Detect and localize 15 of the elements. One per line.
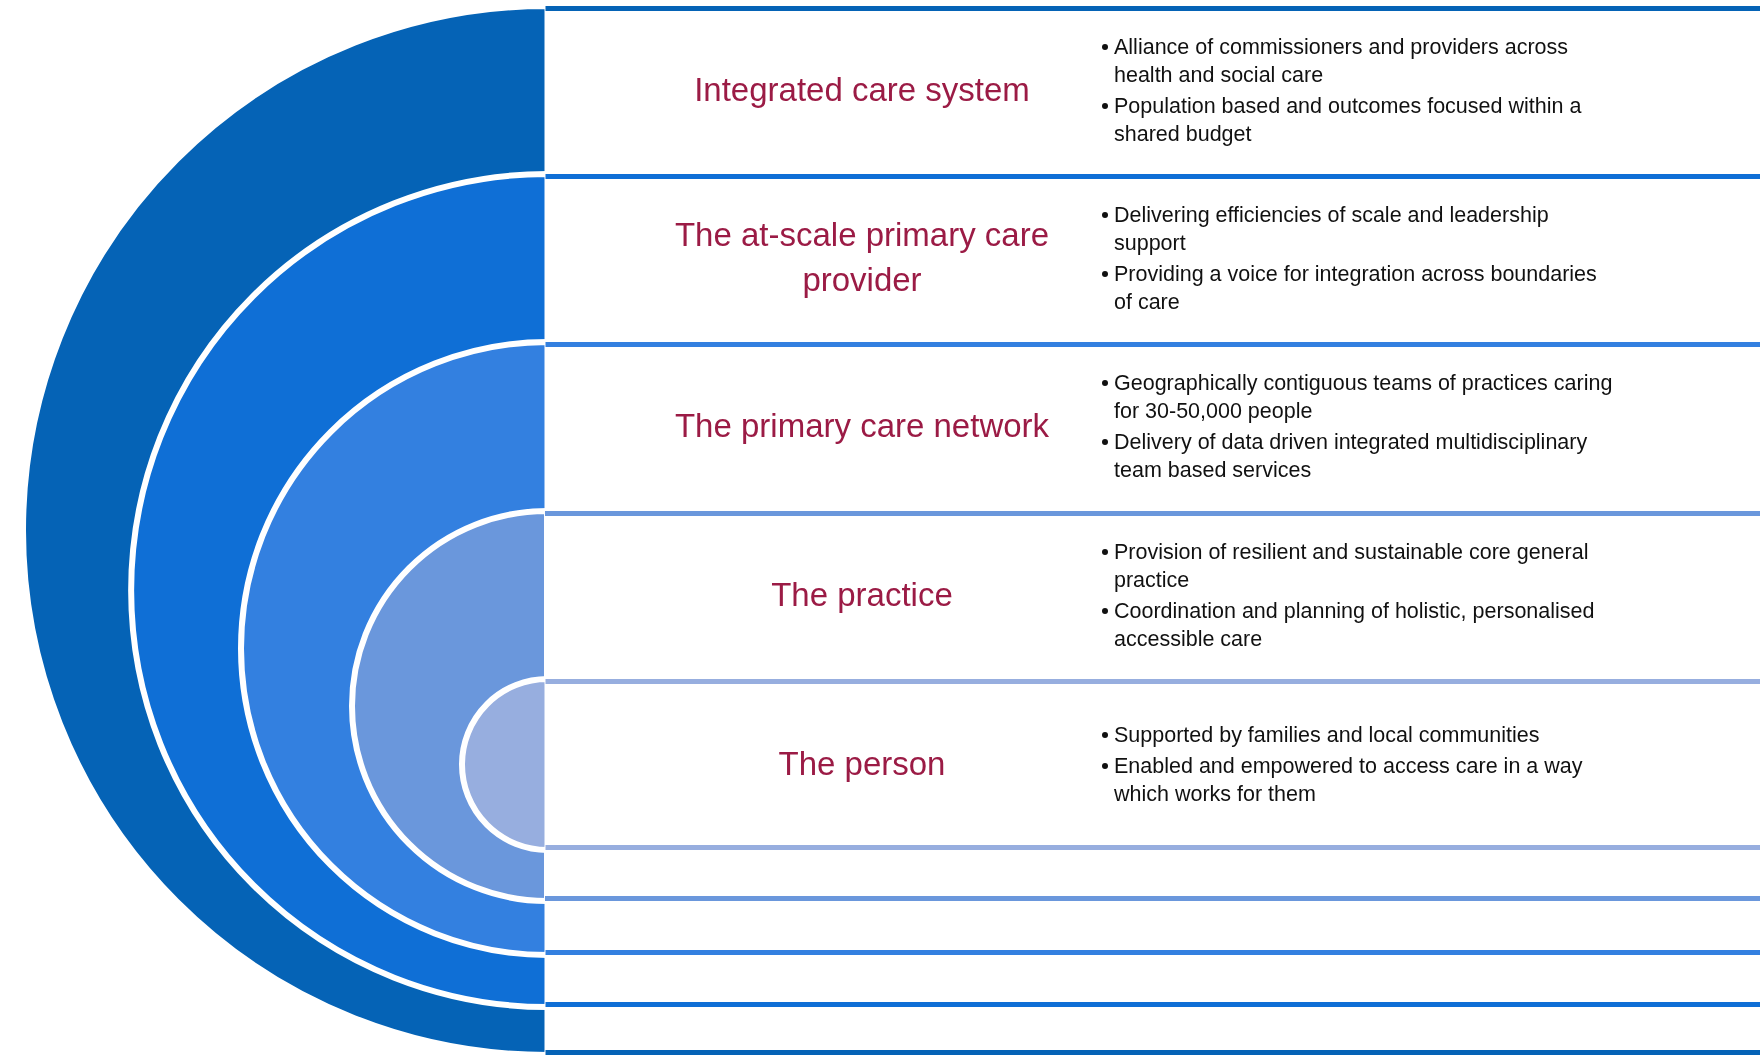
bullet-text: Delivering efficiencies of scale and leadership support	[1114, 201, 1550, 257]
bullet-text: Providing a voice for integration across boundaries of care	[1114, 260, 1598, 316]
bullet-text: Provision of resilient and sustainable core general practice	[1114, 538, 1590, 594]
bullet-text: Geographically contiguous teams of practices caring for 30-50,000 people	[1114, 370, 1614, 425]
level-heading: The practice	[770, 574, 954, 615]
level-heading: The at-scale primary care provider	[673, 215, 1051, 300]
level-heading: The primary care network	[673, 406, 1051, 447]
bullet-text: Population based and outcomes focused within a shared budget	[1114, 92, 1583, 148]
bullet-text: Alliance of commissioners and providers across health and social care	[1114, 33, 1570, 89]
level-heading: The person	[777, 744, 947, 785]
bullet-text: Supported by families and local communities	[1114, 722, 1541, 749]
bullet-text: Coordination and planning of holistic, personalised accessible care	[1114, 597, 1596, 653]
bullet-text: Delivery of data driven integrated multidisciplinary team based services	[1114, 429, 1589, 484]
bullet-text: Enabled and empowered to access care in a way which works for them	[1114, 753, 1584, 808]
level-heading: Integrated care system	[693, 69, 1031, 110]
